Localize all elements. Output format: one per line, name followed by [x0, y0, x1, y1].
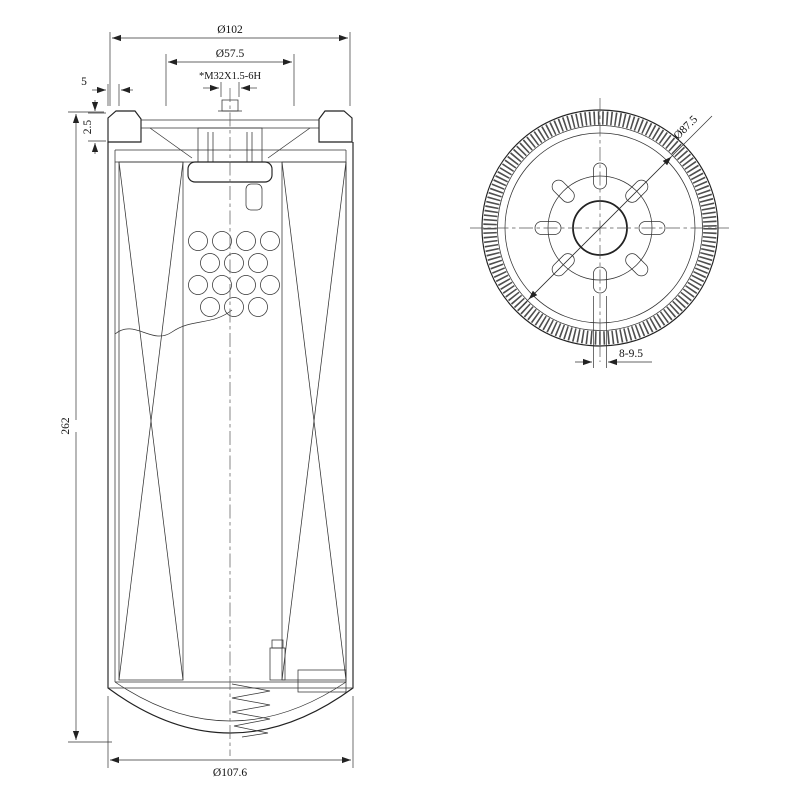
dim-thread: *M32X1.5-6H — [199, 71, 262, 97]
dim-seam-width: 5 — [81, 76, 133, 106]
filter-element-right — [281, 161, 347, 681]
cap-seam-left — [107, 110, 142, 143]
end-view — [470, 98, 730, 362]
cap-seam-right — [318, 110, 353, 143]
break-line — [114, 309, 233, 337]
dim-seal-diameter: Ø57.5 — [165, 48, 295, 106]
seam-width-label: 5 — [81, 76, 87, 88]
bypass-valve-cap — [271, 639, 284, 649]
end-face-diameter-label: Ø87.5 — [672, 113, 701, 142]
seal-diameter-label: Ø57.5 — [216, 48, 245, 60]
base-plate-section — [297, 669, 347, 693]
dim-lid-step: 2.5 — [82, 100, 106, 154]
dim-overall-height: 262 — [60, 111, 112, 743]
inner-shell-lines — [108, 149, 353, 689]
anti-drainback-part — [245, 183, 263, 211]
perforation-holes — [188, 231, 280, 317]
filter-element-left — [118, 161, 184, 681]
lid-step-label: 2.5 — [82, 120, 94, 135]
cap-diameter-label: Ø102 — [217, 24, 243, 36]
coil-spring — [231, 683, 271, 738]
side-section-view — [107, 88, 354, 756]
slot-size-label: 8-9.5 — [619, 348, 643, 360]
dim-body-diameter: Ø107.6 — [107, 696, 354, 779]
body-diameter-label: Ø107.6 — [213, 767, 247, 779]
dim-slot-size: 8-9.5 — [575, 296, 652, 368]
dim-cap-diameter: Ø102 — [109, 24, 351, 106]
overall-height-label: 262 — [60, 417, 72, 435]
inlet-slots — [534, 162, 666, 294]
thread-spec-label: *M32X1.5-6H — [199, 71, 262, 82]
